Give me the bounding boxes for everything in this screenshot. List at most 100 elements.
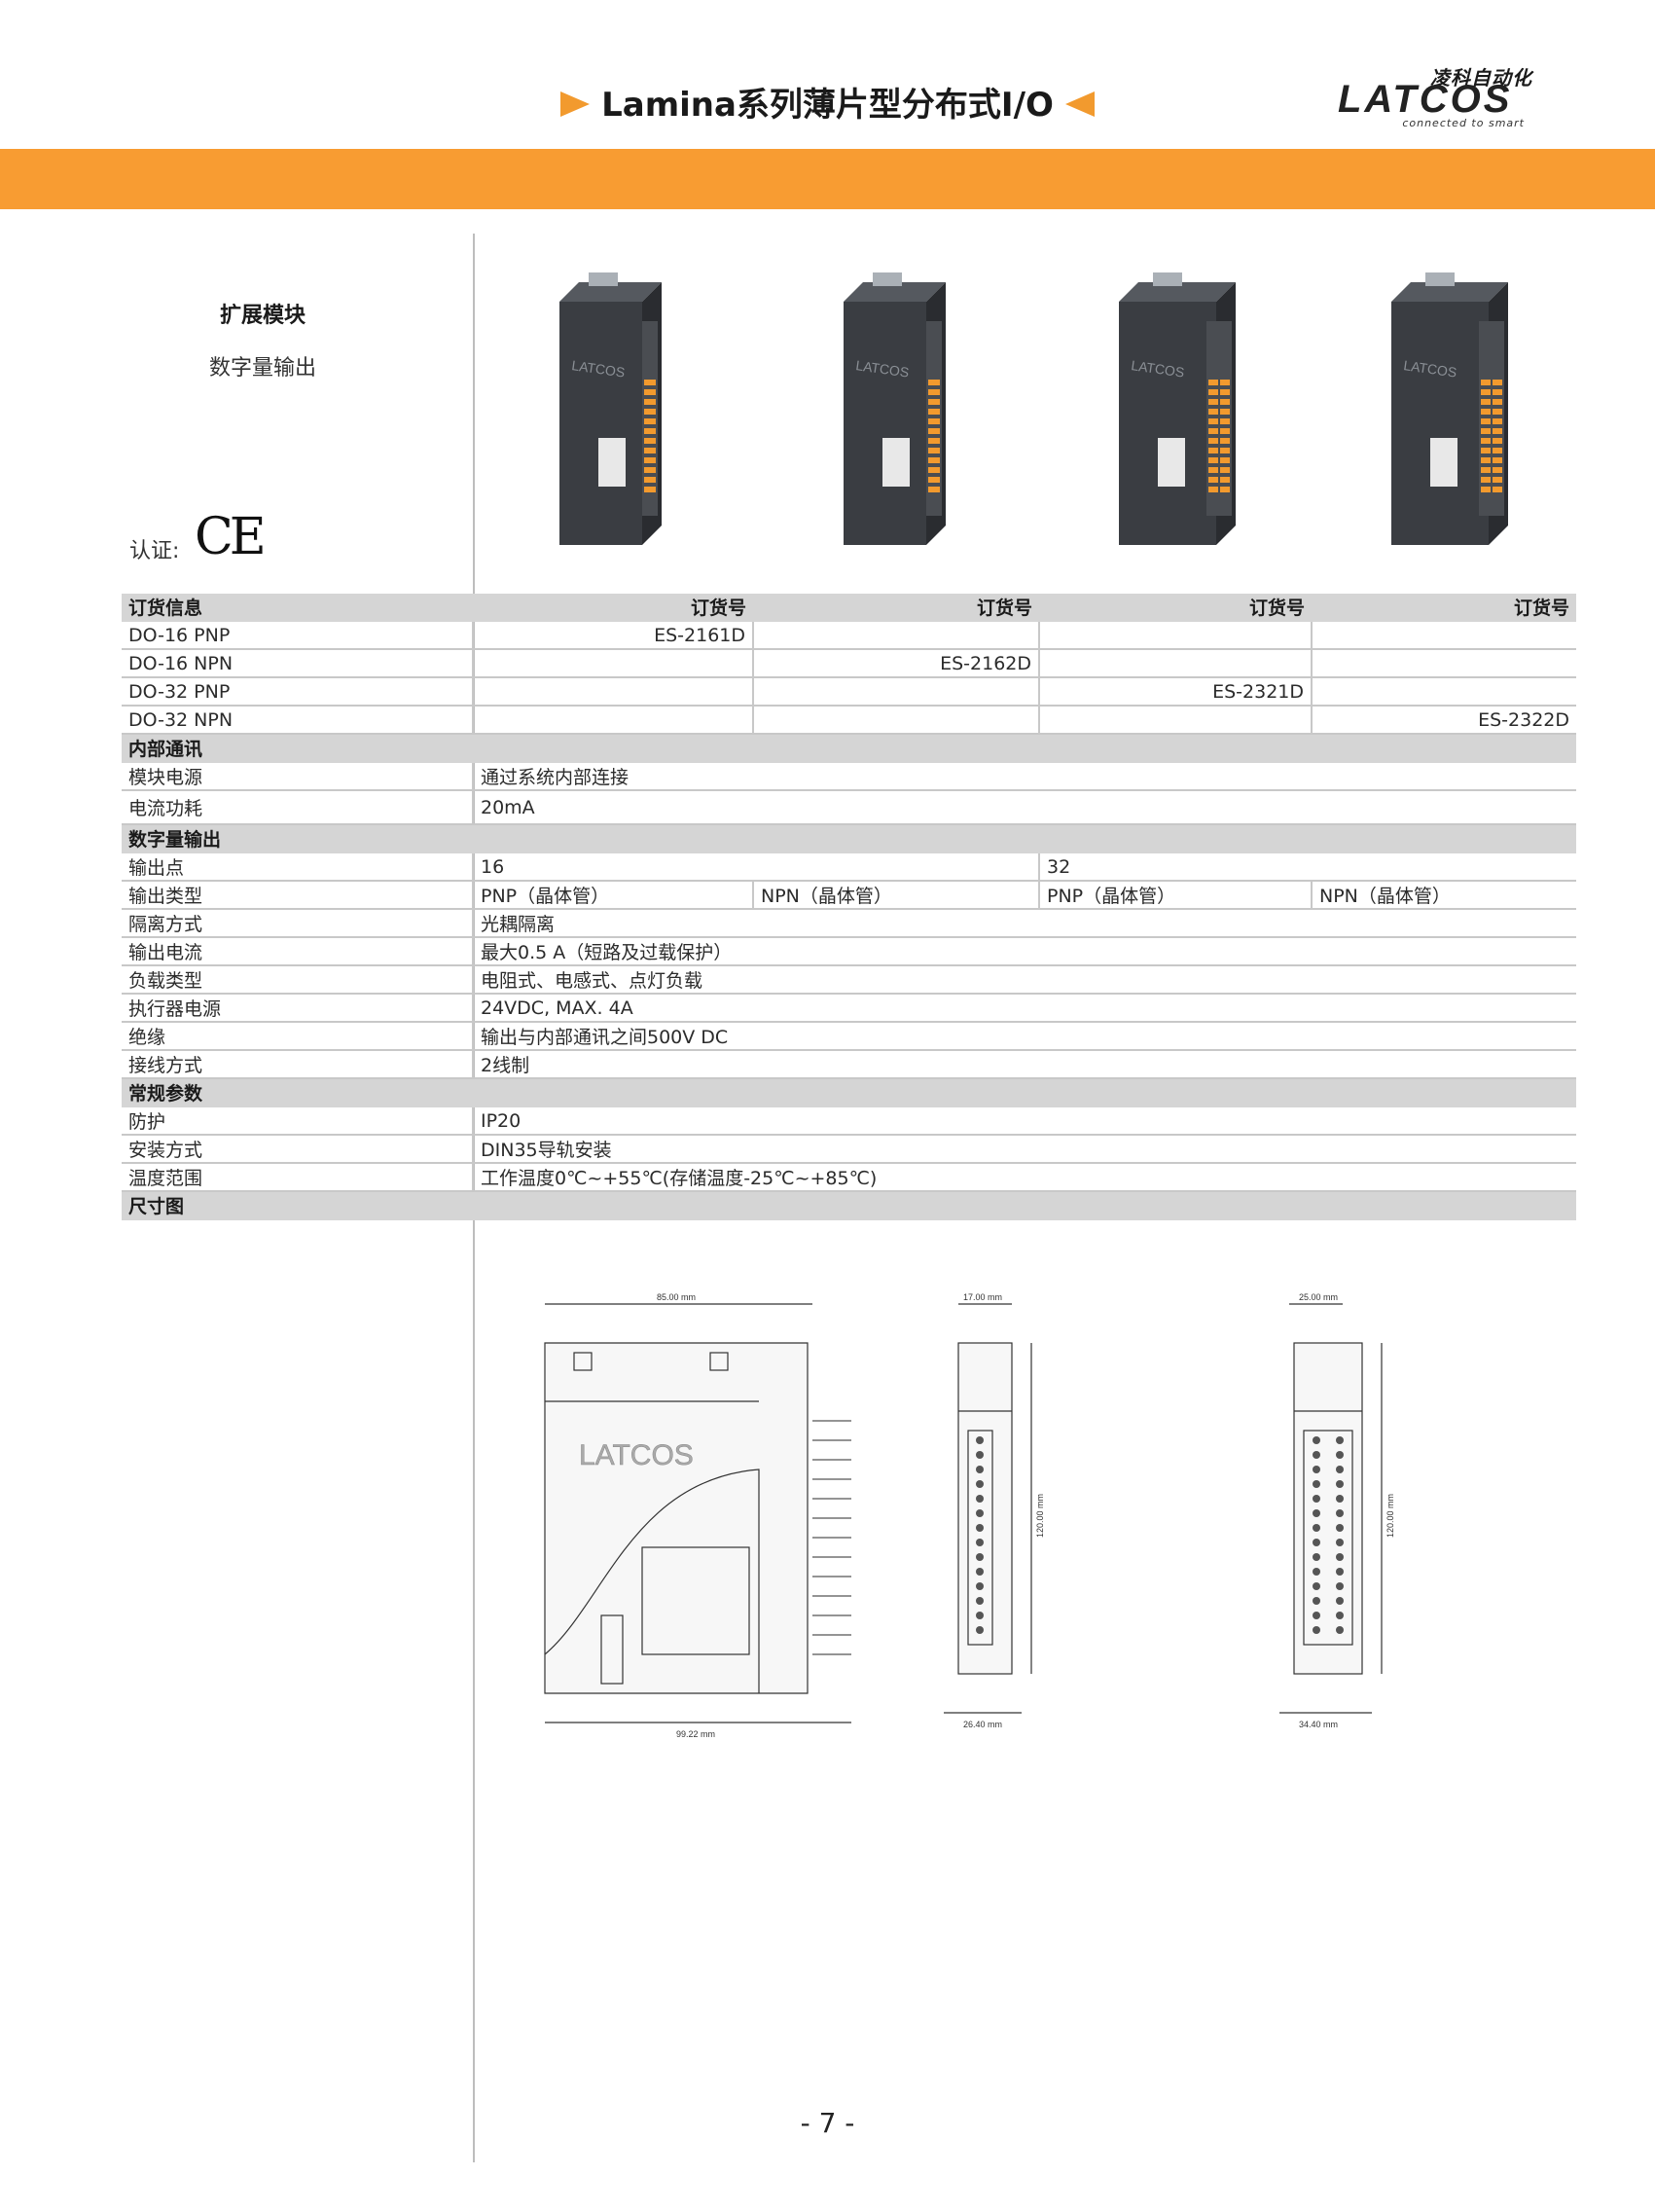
row-label: 负载类型 bbox=[122, 965, 473, 995]
product-image-es2321d: LATCOS bbox=[1119, 272, 1236, 545]
order-code: ES-2161D bbox=[472, 621, 753, 650]
row-value: 24VDC, MAX. 4A bbox=[472, 994, 1576, 1023]
group-header: 数字量输出 bbox=[122, 824, 473, 853]
svg-text:LATCOS: LATCOS bbox=[1131, 357, 1186, 380]
row-label: 执行器电源 bbox=[122, 994, 473, 1023]
row-value: 2线制 bbox=[472, 1050, 1576, 1079]
row-label: 安装方式 bbox=[122, 1135, 473, 1164]
order-col-header: 订货号 bbox=[1312, 594, 1576, 622]
row-label: DO-16 NPN bbox=[122, 649, 473, 678]
group-header: 尺寸图 bbox=[122, 1191, 473, 1220]
table-row: DO-16 PNP ES-2161D bbox=[122, 621, 1576, 650]
order-col-header: 订货号 bbox=[753, 594, 1039, 622]
table-row: 绝缘 输出与内部通讯之间500V DC bbox=[122, 1022, 1576, 1051]
group-header-row: 内部通讯 bbox=[122, 734, 1576, 763]
page-title-text: Lamina系列薄片型分布式I/O bbox=[601, 86, 1054, 125]
row-value: PNP（晶体管） bbox=[472, 881, 753, 910]
order-code: ES-2162D bbox=[752, 649, 1039, 678]
ce-mark-icon: CE bbox=[195, 508, 267, 566]
row-value: IP20 bbox=[472, 1106, 1576, 1136]
row-value: 20mA bbox=[472, 790, 1576, 825]
row-label: 温度范围 bbox=[122, 1163, 473, 1192]
product-image-es2161d: LATCOS bbox=[559, 272, 662, 545]
order-code: ES-2322D bbox=[1311, 706, 1576, 735]
row-value: 电阻式、电感式、点灯负载 bbox=[472, 965, 1576, 995]
dim-height-side-16: 120.00 mm bbox=[1035, 1494, 1045, 1538]
section-subtitle: 数字量输出 bbox=[208, 356, 316, 381]
logo-wordmark: LATCOS bbox=[1338, 78, 1512, 122]
table-row: 安装方式 DIN35导轨安装 bbox=[122, 1135, 1576, 1164]
row-label: 模块电源 bbox=[122, 762, 473, 791]
table-row: 负载类型 电阻式、电感式、点灯负载 bbox=[122, 965, 1576, 995]
row-value: 工作温度0℃~+55℃(存储温度-25℃~+85℃) bbox=[472, 1163, 1576, 1192]
logo-text: LATCOS bbox=[1338, 78, 1513, 121]
group-header-row: 尺寸图 bbox=[122, 1191, 1576, 1220]
row-value: 16 bbox=[472, 852, 1039, 882]
table-row: 防护 IP20 bbox=[122, 1106, 1576, 1136]
row-label: 电流功耗 bbox=[122, 790, 473, 825]
product-image-es2162d: LATCOS bbox=[844, 272, 946, 545]
row-value: 通过系统内部连接 bbox=[472, 762, 1576, 791]
table-row: 输出电流 最大0.5 A（短路及过载保护） bbox=[122, 937, 1576, 966]
row-value: DIN35导轨安装 bbox=[472, 1135, 1576, 1164]
dim-width-side-32: 25.00 mm bbox=[1299, 1292, 1338, 1302]
table-row: 隔离方式 光耦隔离 bbox=[122, 909, 1576, 938]
group-header: 常规参数 bbox=[122, 1078, 473, 1107]
order-col-header: 订货号 bbox=[1039, 594, 1312, 622]
drawing-brand-label: LATCOS bbox=[579, 1439, 694, 1471]
dim-width-side-16-bottom: 26.40 mm bbox=[963, 1720, 1002, 1729]
table-row: 输出点 16 32 bbox=[122, 852, 1576, 882]
row-label: 输出电流 bbox=[122, 937, 473, 966]
order-code: ES-2321D bbox=[1038, 677, 1312, 707]
svg-text:LATCOS: LATCOS bbox=[1403, 357, 1458, 380]
logo-tagline: connected to smart bbox=[1402, 117, 1525, 129]
table-row: 模块电源 通过系统内部连接 bbox=[122, 762, 1576, 791]
arrow-right-icon bbox=[560, 91, 591, 117]
dim-width-side-16: 17.00 mm bbox=[963, 1292, 1002, 1302]
table-row: 电流功耗 20mA bbox=[122, 790, 1576, 825]
order-col-header: 订货号 bbox=[473, 594, 753, 622]
dim-width-side-32-bottom: 34.40 mm bbox=[1299, 1720, 1338, 1729]
dimension-drawings: 85.00 mm 99.22 mm 17.00 mm 26.40 mm 120.… bbox=[544, 1292, 1395, 1739]
table-header-row: 订货信息 订货号 订货号 订货号 订货号 bbox=[122, 594, 1576, 622]
group-header-row: 数字量输出 bbox=[122, 824, 1576, 853]
row-label: DO-32 PNP bbox=[122, 677, 473, 707]
row-label: 防护 bbox=[122, 1106, 473, 1136]
dim-height-side-32: 120.00 mm bbox=[1385, 1494, 1395, 1538]
row-value: 输出与内部通讯之间500V DC bbox=[472, 1022, 1576, 1051]
ordering-header: 订货信息 bbox=[122, 594, 473, 622]
row-value: NPN（晶体管） bbox=[752, 881, 1039, 910]
row-label: 绝缘 bbox=[122, 1022, 473, 1051]
table-row: DO-16 NPN ES-2162D bbox=[122, 649, 1576, 678]
table-row: 执行器电源 24VDC, MAX. 4A bbox=[122, 994, 1576, 1023]
company-logo: 凌科自动化 LATCOS connected to smart bbox=[1338, 62, 1532, 130]
row-value: 32 bbox=[1038, 852, 1576, 882]
cert-label: 认证: bbox=[129, 539, 180, 563]
row-label: 接线方式 bbox=[122, 1050, 473, 1079]
spec-table: 订货信息 订货号 订货号 订货号 订货号 DO-16 PNP ES-2161D … bbox=[122, 594, 1576, 1220]
row-value: PNP（晶体管） bbox=[1038, 881, 1312, 910]
row-label: 输出点 bbox=[122, 852, 473, 882]
logo-cn: 凌科自动化 bbox=[1430, 66, 1532, 90]
svg-text:LATCOS: LATCOS bbox=[571, 357, 627, 380]
table-row: DO-32 NPN ES-2322D bbox=[122, 706, 1576, 735]
section-title: 扩展模块 bbox=[219, 304, 306, 328]
row-value: 光耦隔离 bbox=[472, 909, 1576, 938]
product-image-es2322d: LATCOS bbox=[1391, 272, 1508, 545]
dim-width-front: 85.00 mm bbox=[657, 1292, 696, 1302]
table-row: DO-32 PNP ES-2321D bbox=[122, 677, 1576, 707]
table-row: 输出类型 PNP（晶体管） NPN（晶体管） PNP（晶体管） NPN（晶体管） bbox=[122, 881, 1576, 910]
row-value: NPN（晶体管） bbox=[1311, 881, 1576, 910]
group-header-row: 常规参数 bbox=[122, 1078, 1576, 1107]
row-label: DO-16 PNP bbox=[122, 621, 473, 650]
row-label: 隔离方式 bbox=[122, 909, 473, 938]
row-label: 输出类型 bbox=[122, 881, 473, 910]
page-title: Lamina系列薄片型分布式I/O bbox=[0, 78, 1655, 126]
table-row: 温度范围 工作温度0℃~+55℃(存储温度-25℃~+85℃) bbox=[122, 1163, 1576, 1192]
table-row: 接线方式 2线制 bbox=[122, 1050, 1576, 1079]
svg-text:LATCOS: LATCOS bbox=[855, 357, 911, 380]
header-band bbox=[0, 149, 1655, 209]
row-label: DO-32 NPN bbox=[122, 706, 473, 735]
page-number: - 7 - bbox=[800, 2107, 855, 2139]
arrow-left-icon bbox=[1064, 91, 1095, 117]
